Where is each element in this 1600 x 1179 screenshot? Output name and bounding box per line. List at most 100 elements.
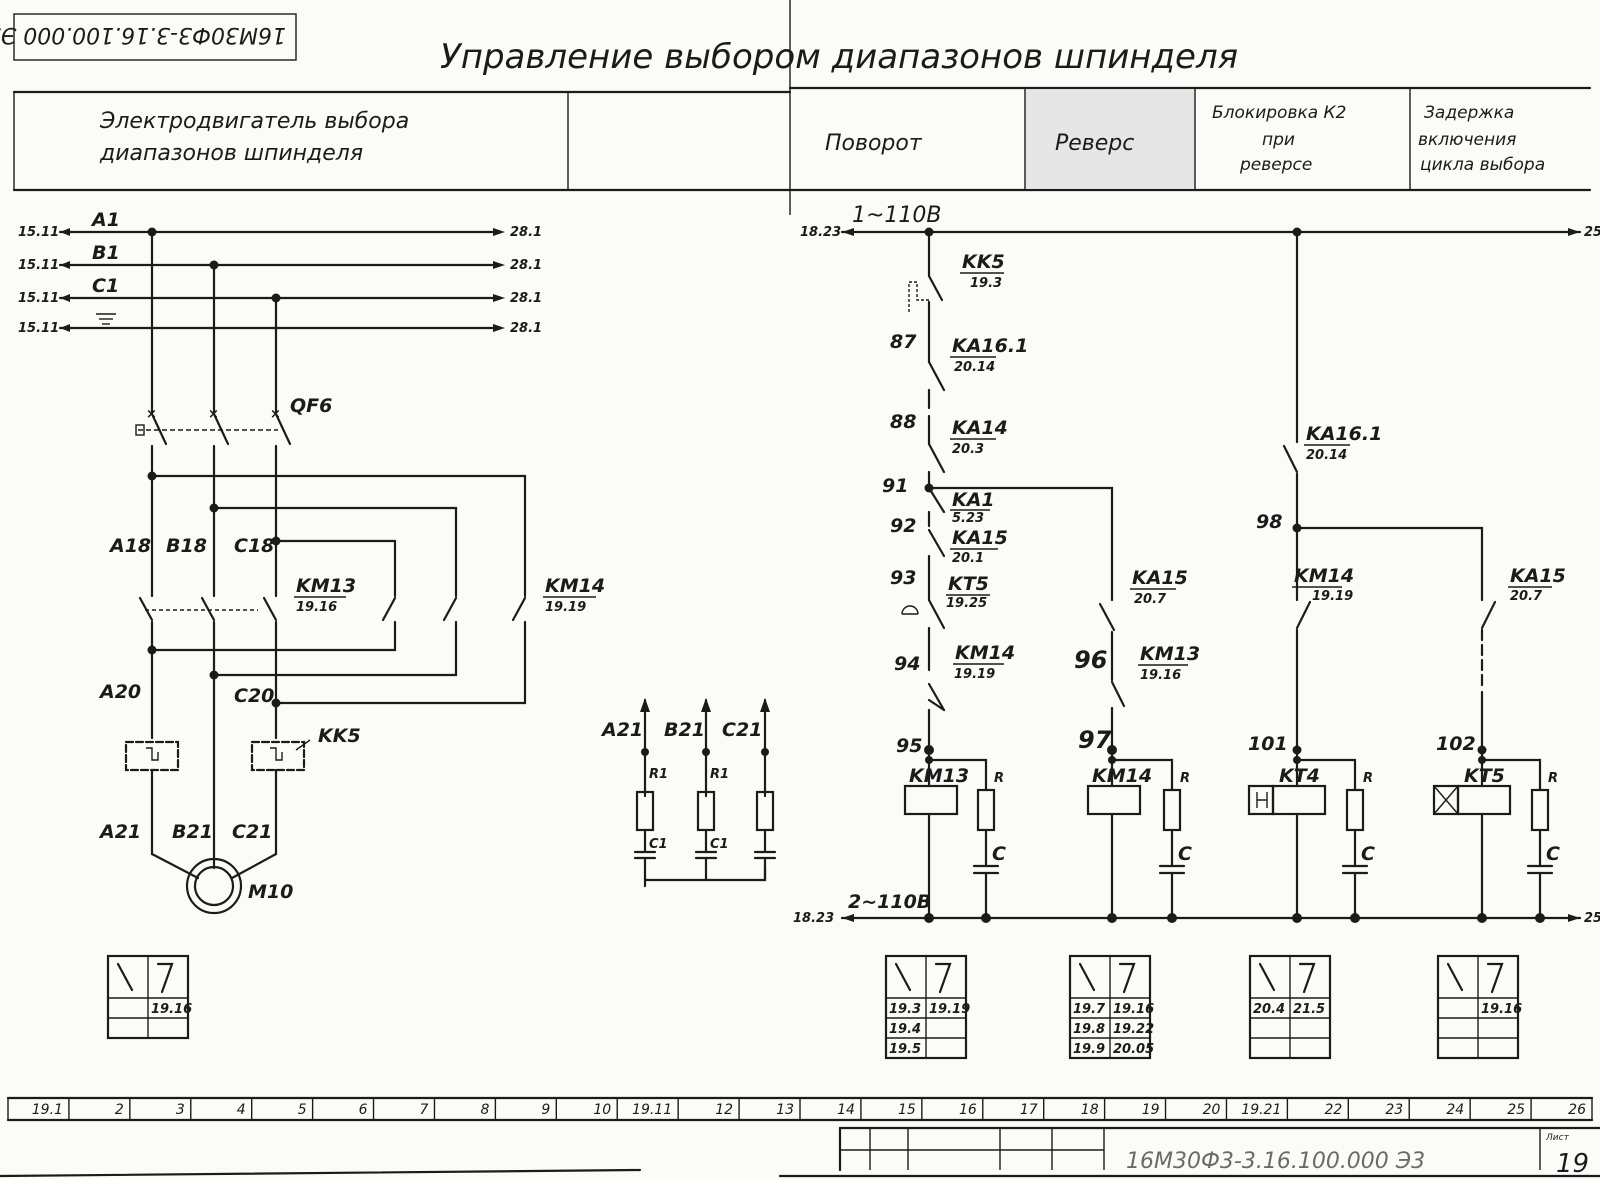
filter-b21: B21: [664, 719, 705, 741]
ref-top-left: 18.23: [800, 225, 841, 240]
coil-label: KM13: [909, 765, 969, 787]
contact-ka15-ref: 20.1: [952, 551, 984, 566]
header: 16M30Ф3-3.16.100.000 Э3 Управление выбор…: [0, 0, 1592, 215]
motor-icon: [185, 857, 243, 915]
node-87: 87: [890, 331, 917, 353]
wire-c20: C20: [234, 685, 274, 707]
contact-ka15-label: KA15: [952, 527, 1008, 549]
km14-ref: 19.19: [545, 600, 586, 615]
phase-c1: C1: [92, 275, 119, 297]
filter-c21: C21: [722, 719, 762, 741]
ruler-cell: 7: [420, 1102, 429, 1118]
control-circuit: 1~110В 2~110В 18.23 18.23 25 25: [793, 203, 1600, 926]
ruler-cell: 15: [898, 1102, 916, 1118]
node-93: 93: [890, 567, 916, 589]
ruler-cell: 4: [237, 1102, 246, 1118]
contact-km14-label: KM14: [955, 642, 1015, 664]
breaker-qf6: × × ×: [135, 407, 292, 446]
km13-label: KM13: [296, 575, 356, 597]
contact-ka14-label: KA14: [952, 417, 1008, 439]
ruler-cell: 8: [480, 1102, 489, 1118]
snubber-r-label: R: [1363, 771, 1373, 786]
contact-table-cell: 19.16: [1481, 1002, 1522, 1017]
contact-ka1-ref: 5.23: [952, 511, 984, 526]
ref-bottom-left: 18.23: [793, 911, 834, 926]
ruler-cell: 24: [1446, 1102, 1464, 1118]
node-101: 101: [1248, 733, 1288, 755]
header-col-delay: Задержка включения цикла выбора: [1418, 103, 1545, 175]
contact-ka1-label: KA1: [952, 489, 995, 511]
ruler-cell: 20: [1203, 1102, 1221, 1118]
coil-kt4: KT4 R C: [1247, 748, 1375, 923]
coil-label: KT4: [1279, 765, 1320, 787]
supply-bottom-label: 2~110В: [848, 891, 931, 913]
contact-kt5-ref: 19.25: [946, 596, 987, 611]
filter-resistor-label: R1: [649, 767, 668, 782]
supply-top-label: 1~110В: [852, 203, 942, 228]
thermal-relay-label: KK5: [318, 725, 361, 747]
wire-b18: B18: [166, 535, 207, 557]
contact-table-cell: 21.5: [1293, 1002, 1325, 1017]
phase-b1: B1: [92, 242, 120, 264]
ruler-cell: 19.21: [1241, 1102, 1281, 1118]
contact-table-cell: 19.9: [1073, 1042, 1105, 1057]
snubber-c-label: C: [1361, 843, 1375, 865]
contact-table-cell: 19.8: [1073, 1022, 1105, 1037]
ref-bottom-right: 25: [1584, 911, 1600, 926]
filter-resistor-label: R1: [710, 767, 729, 782]
ref-in-c1: 15.11: [18, 291, 59, 306]
contact-km14-right-ref: 19.19: [1312, 589, 1353, 604]
header-left-column: Электродвигатель выбора диапазонов шпинд…: [99, 109, 416, 166]
ref-top-right: 25: [1584, 225, 1600, 240]
node-94: 94: [894, 653, 920, 675]
ref-in-pe: 15.11: [18, 321, 59, 336]
ref-out-c1: 28.1: [510, 291, 542, 306]
ruler-cell: 6: [359, 1102, 368, 1118]
doc-code-box: [13, 13, 297, 61]
sheet-label: Лист: [1545, 1133, 1570, 1143]
contact-table-cell: 19.4: [889, 1022, 921, 1037]
thermal-relay-kk5: [124, 739, 311, 772]
ruler-cell: 19: [1142, 1102, 1160, 1118]
wire-c18: C18: [234, 535, 274, 557]
ruler-cell: 26: [1568, 1102, 1586, 1118]
contact-km14-ref: 19.19: [954, 667, 995, 682]
coil-label: KT5: [1464, 765, 1505, 787]
ruler-cell: 23: [1385, 1102, 1403, 1118]
wire-a21: A21: [98, 821, 141, 843]
stamp-code: 16М30Ф3-3.16.100.000 Э3: [1126, 1149, 1425, 1174]
ruler-cell: 25: [1507, 1102, 1525, 1118]
snubber-r-label: R: [1548, 771, 1558, 786]
contact-table: 19.16: [1436, 954, 1522, 1060]
ruler-cell: 22: [1324, 1102, 1342, 1118]
contact-ka161-right-label: KA16.1: [1306, 423, 1382, 445]
ground-icon: [96, 313, 116, 325]
ruler-cell: 9: [541, 1102, 550, 1118]
node-88: 88: [890, 411, 916, 433]
ruler-cell: 14: [837, 1102, 855, 1118]
snubber-c-label: C: [992, 843, 1006, 865]
ref-in-b1: 15.11: [18, 258, 59, 273]
contact-table-cell: 19.19: [929, 1002, 970, 1017]
svg-text:×: ×: [270, 407, 281, 422]
contact-kk5-label: KK5: [962, 251, 1005, 273]
filter-capacitor-label: C1: [649, 837, 668, 852]
header-col-lock: Блокировка К2 при реверсе: [1212, 103, 1352, 175]
contact-ka15-rev-label: KA15: [1132, 567, 1188, 589]
contact-ka15-rev-ref: 20.7: [1134, 592, 1167, 607]
ruler-cell: 16: [959, 1102, 977, 1118]
power-circuit: 15.11 15.11 15.11 15.11 28.1 28.1 28.1 2…: [18, 209, 605, 915]
svg-text:×: ×: [208, 407, 219, 422]
motor-label: M10: [248, 881, 293, 903]
ruler-cell: 13: [776, 1102, 794, 1118]
